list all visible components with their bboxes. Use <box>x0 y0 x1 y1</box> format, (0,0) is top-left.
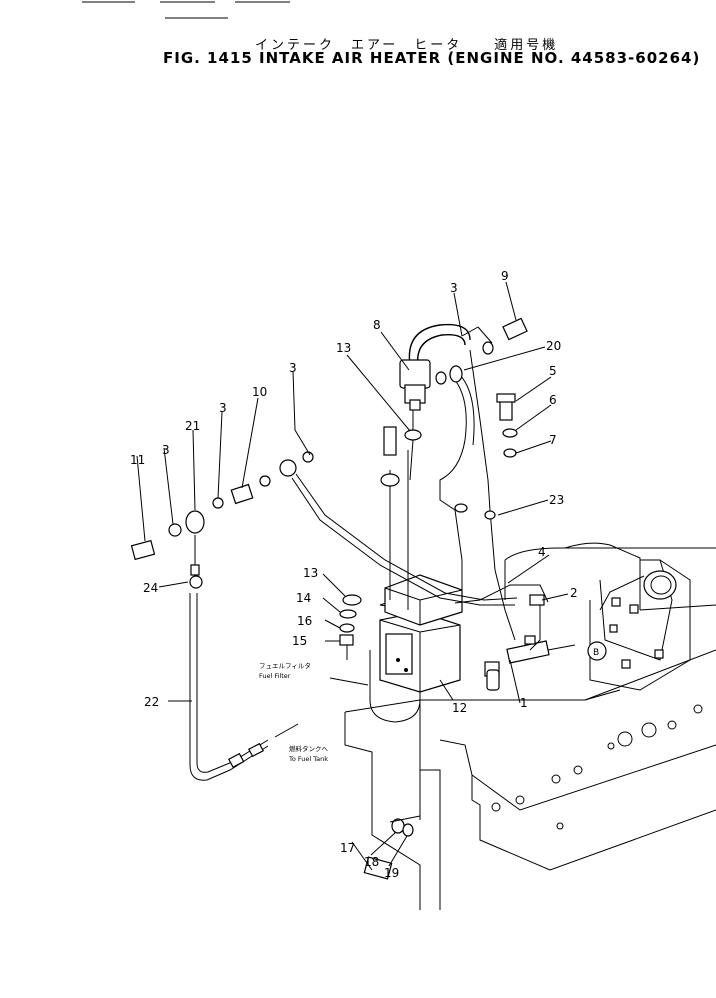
banjo-bolts-bottom <box>363 700 421 880</box>
banjo-fittings-left <box>130 451 518 606</box>
svg-text:B: B <box>593 648 599 658</box>
annotations: フュエルフィルタ Fuel Filter 燃料タンクへ To Fuel Tank <box>259 661 329 763</box>
intake-manifold: B <box>587 559 691 691</box>
callout-16: 16 <box>297 614 312 628</box>
callout-3-far-left: 3 <box>162 443 170 457</box>
title-japanese: インテーク エアー ヒータ 適用号機 <box>255 38 559 53</box>
callout-13-left: 13 <box>303 566 318 580</box>
engine-block <box>344 542 716 910</box>
callout-11: 11 <box>130 453 145 467</box>
callout-3-mid: 3 <box>289 361 297 375</box>
callout-3-top: 3 <box>450 281 458 295</box>
callout-23: 23 <box>549 493 564 507</box>
fuel-tank-note-en: To Fuel Tank <box>288 755 328 763</box>
wiring-harness <box>389 323 516 641</box>
title-english: FIG. 1415 INTAKE AIR HEATER (ENGINE NO. … <box>163 49 701 67</box>
leader-lines <box>136 281 569 871</box>
callout-1: 1 <box>520 696 528 710</box>
callout-15: 15 <box>292 634 307 648</box>
callout-labels: 1 2 3 3 3 3 4 5 6 7 8 9 10 11 12 13 13 1… <box>130 269 578 880</box>
callout-20: 20 <box>546 339 561 353</box>
callout-22: 22 <box>144 695 159 709</box>
callout-21: 21 <box>185 419 200 433</box>
callout-4: 4 <box>538 545 546 559</box>
callout-8: 8 <box>373 318 381 332</box>
callout-2: 2 <box>570 586 578 600</box>
callout-12: 12 <box>452 701 467 715</box>
callout-7: 7 <box>549 433 557 447</box>
fuel-tank-note-jp: 燃料タンクへ <box>289 744 329 753</box>
filter-base-parts <box>484 661 500 691</box>
callout-14: 14 <box>296 591 311 605</box>
callout-18: 18 <box>364 855 379 869</box>
header-rule-marks <box>82 1 290 19</box>
callout-19: 19 <box>384 866 399 880</box>
callout-3-left: 3 <box>219 401 227 415</box>
callout-10: 10 <box>252 385 267 399</box>
callout-17: 17 <box>340 841 355 855</box>
fuel-return-pipe <box>189 593 299 781</box>
bolts-right <box>435 317 528 520</box>
heater-plug <box>506 635 576 664</box>
fuel-filter-note-en: Fuel Filter <box>259 672 291 680</box>
fuel-filter-note-jp: フュエルフィルタ <box>259 661 311 670</box>
callout-9: 9 <box>501 269 509 283</box>
callout-6: 6 <box>549 393 557 407</box>
callout-5: 5 <box>549 364 557 378</box>
filter-fasteners <box>339 594 362 660</box>
callout-24: 24 <box>143 581 158 595</box>
callout-13-top: 13 <box>336 341 351 355</box>
center-hardware <box>380 426 422 487</box>
heater-relay <box>399 359 431 411</box>
